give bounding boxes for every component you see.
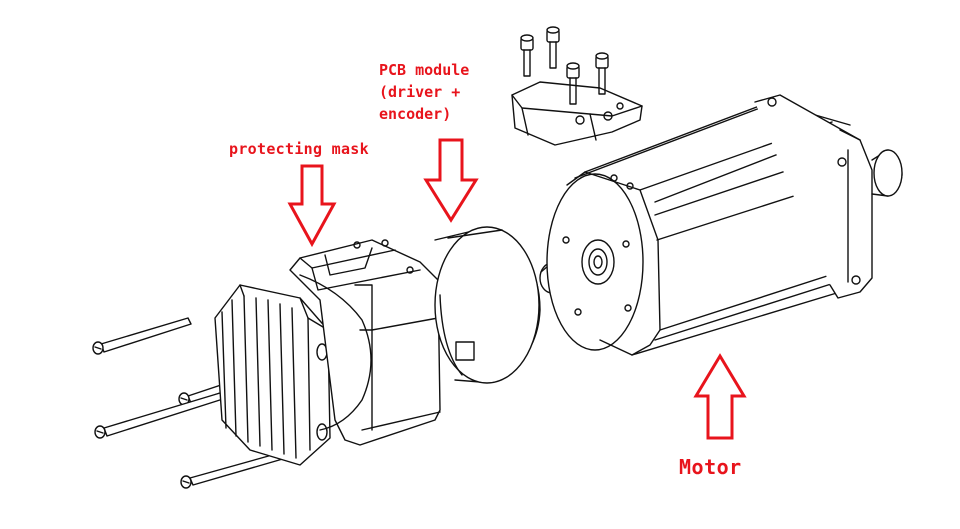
arrow-down-pcb	[426, 140, 476, 220]
pcb-module-label: PCB module (driver + encoder)	[379, 59, 469, 125]
callout-arrows	[290, 140, 744, 438]
cap-screw	[547, 27, 559, 68]
heatsink	[215, 285, 330, 465]
arrow-up-motor	[696, 356, 744, 438]
cap-screw	[567, 63, 579, 104]
cap-screw	[521, 35, 533, 76]
cap-screw	[596, 53, 608, 94]
motor-label: Motor	[679, 455, 742, 479]
motor-label-text: Motor	[679, 455, 742, 479]
screw	[93, 318, 191, 354]
arrow-down-mask	[290, 166, 334, 244]
pcb-label-line1: PCB module	[379, 61, 470, 79]
screw	[95, 393, 223, 438]
protecting-mask	[290, 240, 440, 445]
pcb-label-line3: encoder)	[379, 105, 452, 123]
encoder-disk	[435, 227, 540, 383]
protecting-mask-label-text: protecting mask	[229, 140, 369, 158]
protecting-mask-label: protecting mask	[229, 140, 369, 158]
cap-screws	[521, 27, 608, 104]
pcb-label-line2: (driver +	[379, 83, 461, 101]
pcb-module	[512, 82, 642, 145]
motor-body	[547, 95, 902, 355]
